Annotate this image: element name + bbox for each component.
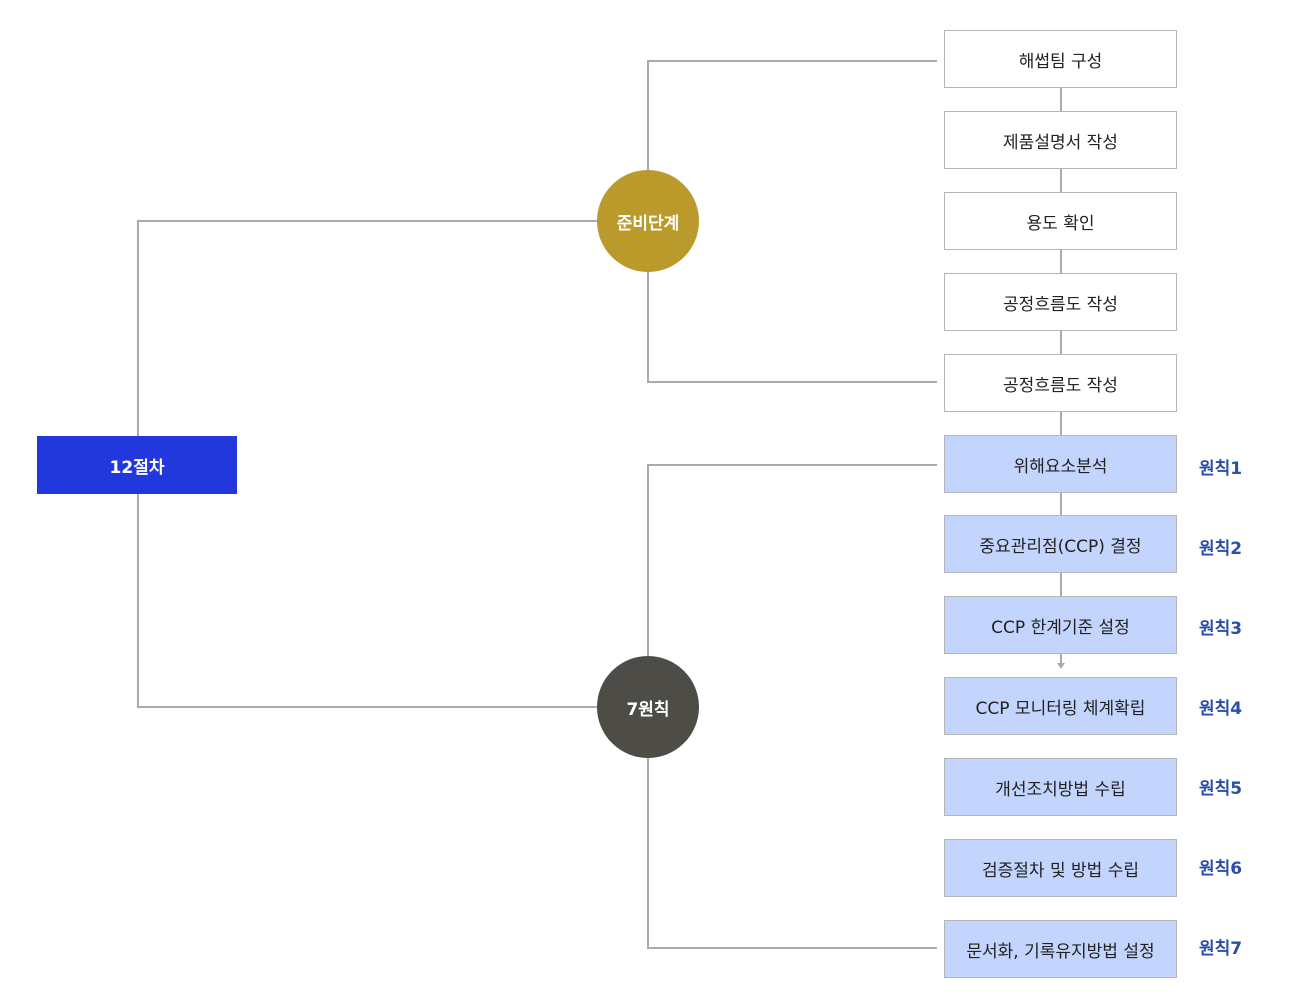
step-label: 공정흐름도 작성 [1003,375,1118,396]
prep-step: 해썹팀 구성 [944,30,1177,88]
principle-tag: 원칙2 [1199,539,1243,559]
connector-line [137,706,599,708]
prep-step: 용도 확인 [944,192,1177,250]
principles-label: 7원칙 [626,699,670,720]
principle-tag: 원칙1 [1199,459,1243,479]
principle-tag: 원칙7 [1199,939,1243,959]
principle-tag: 원칙3 [1199,619,1243,639]
root-label: 12절차 [109,457,165,478]
principle-step: 위해요소분석 [944,435,1177,493]
connector-line [137,220,599,222]
seven-principles-node: 7원칙 [597,656,699,758]
arrow-down-icon [1057,663,1065,669]
principle-step: 검증절차 및 방법 수립 [944,839,1177,897]
step-label: 개선조치방법 수립 [995,779,1126,800]
principle-tag: 원칙5 [1199,779,1243,799]
step-label: 용도 확인 [1026,213,1095,234]
prep-stage-label: 준비단계 [616,213,680,234]
prep-step: 공정흐름도 작성 [944,273,1177,331]
principle-tag: 원칙4 [1199,699,1243,719]
step-label: CCP 모니터링 체계확립 [975,698,1146,719]
step-label: 문서화, 기록유지방법 설정 [966,941,1155,962]
connector-line [647,947,937,949]
connector-line [647,60,937,62]
step-label: 공정흐름도 작성 [1003,294,1118,315]
prep-stage-node: 준비단계 [597,170,699,272]
connector-line [137,494,139,708]
step-label: 위해요소분석 [1013,456,1108,477]
step-label: 해썹팀 구성 [1018,51,1103,72]
step-label: 제품설명서 작성 [1003,132,1118,153]
root-node-12-steps: 12절차 [37,436,237,494]
principle-step: 문서화, 기록유지방법 설정 [944,920,1177,978]
principle-step: CCP 한계기준 설정 [944,596,1177,654]
principle-step: 중요관리점(CCP) 결정 [944,515,1177,573]
prep-step: 제품설명서 작성 [944,111,1177,169]
connector-line [647,381,937,383]
principle-step: 개선조치방법 수립 [944,758,1177,816]
connector-line [647,464,937,466]
prep-step: 공정흐름도 작성 [944,354,1177,412]
step-label: CCP 한계기준 설정 [991,617,1130,638]
step-label: 검증절차 및 방법 수립 [982,860,1139,881]
principle-step: CCP 모니터링 체계확립 [944,677,1177,735]
connector-line [137,220,139,436]
step-label: 중요관리점(CCP) 결정 [979,536,1142,557]
principle-tag: 원칙6 [1199,859,1243,879]
